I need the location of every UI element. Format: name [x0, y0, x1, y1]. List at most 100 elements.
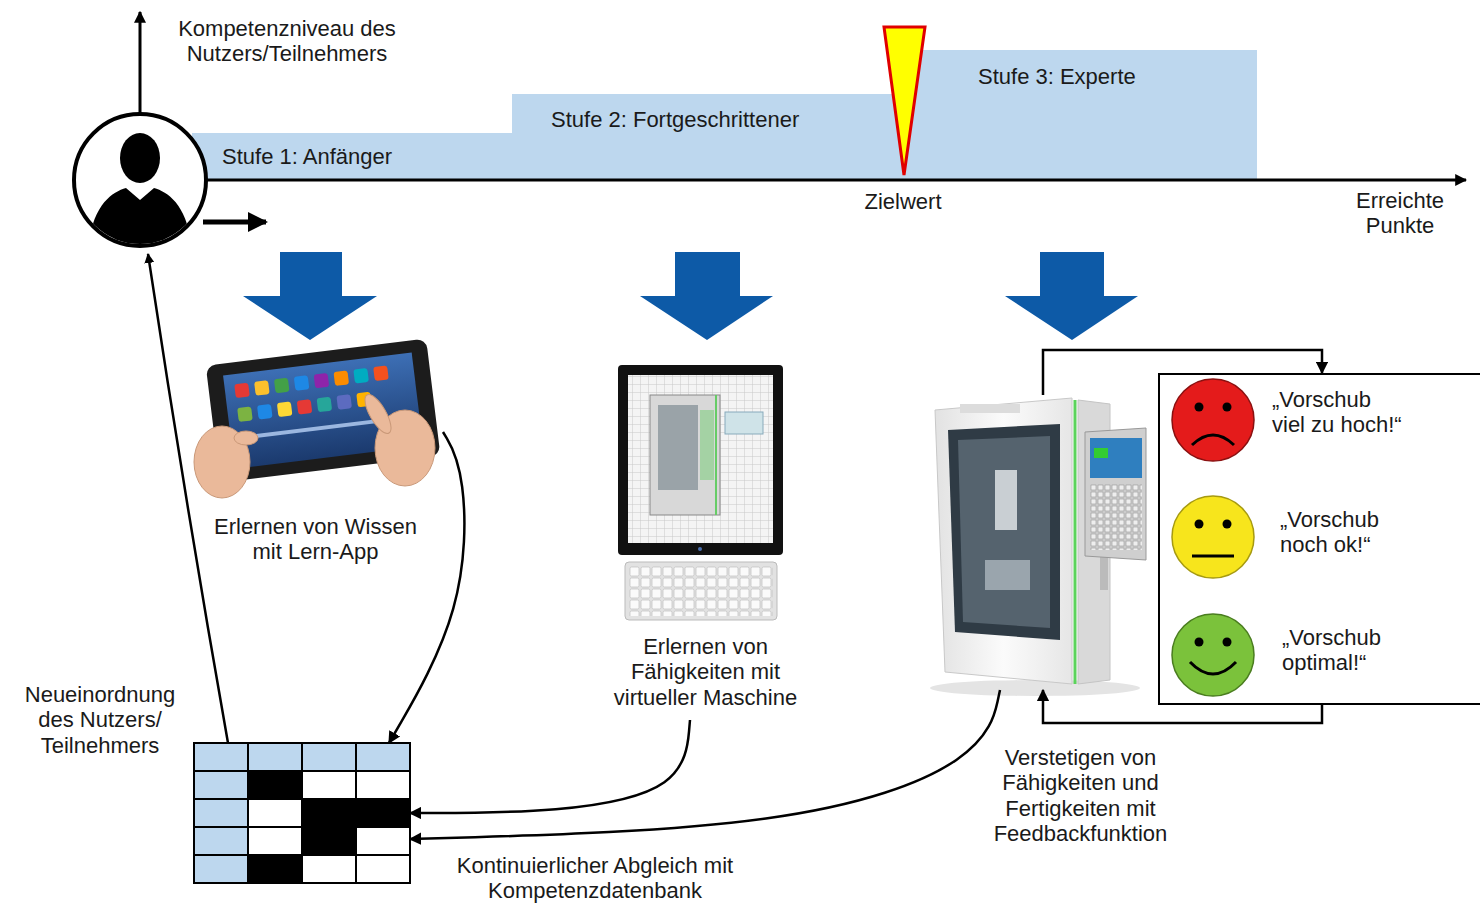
database-grid: [194, 827, 248, 855]
feedback-panel: „Vorschub viel zu hoch!“ „Vorschub noch o…: [1158, 373, 1480, 705]
text-slot: Verstetigen von Fähigkeiten und Fertigke…: [978, 745, 1183, 846]
machine-tool-illustration: [948, 424, 1060, 640]
target-marker: [884, 27, 925, 175]
virtual-machine-illustration: [650, 395, 720, 515]
user-icon: [120, 133, 160, 183]
machine-tool-illustration: [930, 398, 1146, 696]
machine-tool-illustration: [958, 436, 1050, 628]
target-label: Zielwert: [864, 189, 941, 214]
tablet-illustration: [353, 368, 369, 384]
learning-app-text: Erlernen von Wissen mit Lern-App: [203, 514, 428, 565]
stage-arrow: [640, 252, 773, 340]
virtual-machine-illustration: [629, 566, 773, 616]
reclassification-arrow: [148, 254, 228, 743]
feedback-smiley: [1195, 403, 1204, 412]
level-band: Stufe 2: Fortgeschrittener: [512, 94, 904, 180]
database-grid: [302, 799, 356, 827]
machine-tool: Verstetigen von Fähigkeiten und Fertigke…: [925, 395, 1150, 690]
text-slot: Erlernen von Wissen mit Lern-App: [203, 514, 428, 565]
database-grid: [302, 743, 356, 771]
virtual-machine-illustration: [715, 395, 717, 515]
competence-database: Kontinuierlicher Abgleich mit Kompetenzd…: [194, 743, 410, 883]
virtual-machine-illustration: [618, 365, 783, 555]
database-grid: [194, 855, 248, 883]
feedback-panel-text: „Vorschub noch ok!“: [1280, 507, 1414, 558]
text-slot: „Vorschub noch ok!“: [1280, 507, 1414, 558]
connector-group: [389, 350, 1322, 839]
progress-arrow: [203, 222, 266, 223]
feedback-panel-text: „Vorschub optimal!“: [1282, 625, 1416, 676]
virtual-machine-illustration: [628, 375, 773, 543]
machine-tool-illustration: [1094, 448, 1108, 458]
feedback-smiley: [1192, 435, 1234, 445]
tablet-illustration: [360, 391, 396, 437]
text-slot: Stufe 2: Fortgeschrittener: [551, 107, 891, 132]
virtual-machine-illustration: [628, 375, 773, 543]
database-grid: [248, 799, 302, 827]
database-grid: [302, 771, 356, 799]
machine-tool-illustration: [930, 680, 1140, 696]
text-slot: Stufe 3: Experte: [978, 64, 1248, 89]
competence-database-text: Kontinuierlicher Abgleich mit Kompetenzd…: [425, 853, 765, 904]
target-marker: [884, 27, 925, 175]
flow-arrow: [389, 432, 464, 743]
feedback-smiley: [1172, 614, 1254, 696]
machine-tool-text: Verstetigen von Fähigkeiten und Fertigke…: [978, 745, 1183, 846]
virtual-machine-illustration: [698, 547, 702, 551]
level-band: Stufe 1: Anfänger: [192, 133, 512, 180]
virtual-machine: Erlernen von Fähigkeiten mit virtueller …: [590, 362, 821, 720]
level-band-text: Stufe 3: Experte: [978, 64, 1136, 89]
axis-title: Erreichte Punkte: [1340, 188, 1460, 239]
tablet-illustration: [333, 370, 349, 386]
database-grid: [194, 743, 410, 883]
machine-tool-illustration: [935, 398, 1072, 684]
text-slot: Kontinuierlicher Abgleich mit Kompetenzd…: [425, 853, 765, 904]
database-grid: [194, 743, 248, 771]
flow-arrow: [410, 720, 690, 813]
tablet-illustration: [373, 365, 389, 381]
feedback-smiley: [1172, 496, 1254, 578]
machine-tool-illustration: [1074, 400, 1077, 684]
reclassification-arrow: [148, 254, 228, 743]
feedback-smiley: [1223, 638, 1232, 647]
virtual-machine-text: Erlernen von Fähigkeiten mit virtueller …: [598, 634, 813, 710]
learning-app: Erlernen von Wissen mit Lern-App: [188, 338, 443, 570]
text-slot: Kompetenzniveau des Nutzers/Teilnehmers: [157, 16, 417, 67]
feedback-smiley: [1190, 662, 1236, 674]
database-grid: [302, 827, 356, 855]
text-slot: „Vorschub optimal!“: [1282, 625, 1416, 676]
points-axis: [207, 180, 1466, 181]
text-slot: „Vorschub viel zu hoch!“: [1272, 387, 1406, 438]
flow-arrow: [1043, 690, 1322, 723]
level-band-text: Stufe 1: Anfänger: [222, 144, 392, 169]
database-grid: [194, 799, 248, 827]
level-axis: [140, 12, 141, 113]
level-band-text: Stufe 2: Fortgeschrittener: [551, 107, 799, 132]
virtual-machine-illustration: [625, 562, 777, 620]
stage-arrow: [243, 252, 1138, 340]
flow-arrow: [410, 690, 1000, 839]
feedback-smiley: [1223, 403, 1232, 412]
tablet-illustration: [274, 378, 290, 394]
text-slot: Zielwert: [853, 189, 953, 214]
database-grid: [356, 799, 410, 827]
database-grid: [356, 855, 410, 883]
feedback-smiley: [1172, 379, 1254, 696]
virtual-machine-illustration: [618, 365, 783, 620]
machine-tool-illustration: [960, 404, 1020, 413]
database-grid: [356, 771, 410, 799]
text-slot: Erreichte Punkte: [1340, 188, 1460, 239]
tablet-illustration: [297, 399, 313, 415]
database-grid: [356, 827, 410, 855]
tablet-illustration: [194, 339, 440, 498]
level-axis: [139, 12, 142, 113]
feedback-smiley: [1195, 520, 1204, 529]
user-icon: [88, 133, 192, 250]
tablet-illustration: [254, 380, 270, 396]
feedback-smiley: [1223, 520, 1232, 529]
database-grid: [248, 771, 302, 799]
stage-arrow: [1005, 252, 1138, 340]
machine-tool-illustration: [1100, 556, 1108, 590]
tablet-illustration: [277, 402, 293, 418]
